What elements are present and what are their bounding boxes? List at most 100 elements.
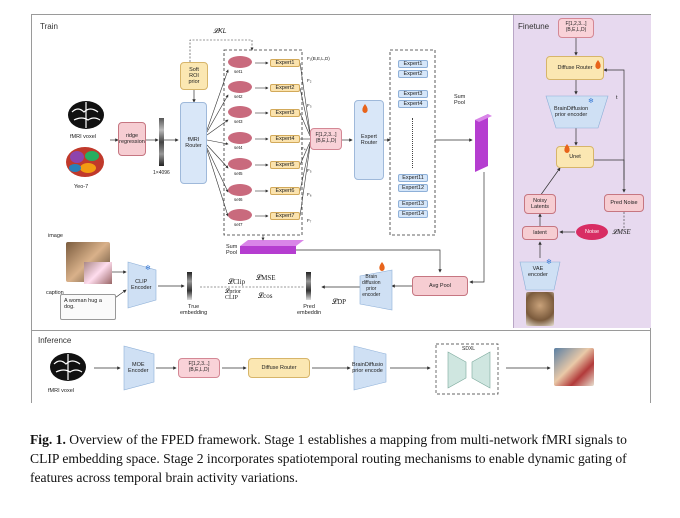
moe-encoder-label: MOE Encoder: [128, 362, 149, 374]
input-image-secondary: [84, 262, 112, 284]
expert-box: Expert6: [270, 187, 300, 195]
expert-list-item: Expert1: [398, 60, 428, 68]
ridge-regression-box: ridge regression: [118, 122, 146, 156]
finetune-feature-tensor-box: F[1,2,3...] (B,E,L,D): [558, 18, 594, 38]
output-image: [554, 348, 594, 386]
set-brain-icon: [228, 56, 252, 68]
noisy-latents-box: Noisy Latents: [524, 194, 556, 214]
set-brain-icon: [228, 81, 252, 93]
set-label: set5: [234, 171, 243, 176]
set-brain-icon: [228, 132, 252, 144]
inference-brain-icon: [50, 353, 86, 381]
finetune-brain-diffusion-label: BrainDiffusion prior encoder: [554, 106, 589, 118]
caption-text: Overview of the FPED framework. Stage 1 …: [30, 432, 627, 485]
avg-pool-box: Avg Pool: [412, 276, 468, 296]
timestep-label: t: [616, 95, 618, 101]
set-brain-icon: [228, 106, 252, 118]
sum-pool-label: Sum Pool: [454, 94, 466, 106]
kl-loss-label: 𝓛KL: [213, 28, 227, 35]
loss-mse-label: 𝓛MSE: [256, 274, 276, 282]
f-label: F₃: [307, 103, 312, 108]
noise-ellipse: Noise: [576, 224, 608, 240]
sdxl-label: SDXL: [462, 346, 476, 352]
expert-list-item: Expert3: [398, 90, 428, 98]
f-label: F₁(B,E,L,D): [307, 56, 330, 61]
cat-image: [526, 292, 554, 326]
set-label: set7: [234, 222, 243, 227]
loss-cos-label: 𝓛cos: [258, 292, 273, 300]
inference-fmri-voxel-label: fMRI voxel: [48, 388, 74, 394]
set-label: set6: [234, 197, 243, 202]
fire-icon: [564, 144, 570, 153]
clip-encoder-label: CLIP Encoder: [131, 279, 152, 291]
expert-list-item: Expert11: [398, 174, 428, 182]
f-label: F₂: [307, 78, 312, 83]
caption-label: caption: [46, 290, 64, 296]
set-label: set3: [234, 119, 243, 124]
caption-fig-label: Fig. 1.: [30, 432, 66, 447]
yeo-brain-icon: [66, 147, 104, 177]
expert-list-item: Expert14: [398, 210, 428, 218]
expert-box: Expert1: [270, 59, 300, 67]
set-brain-icon: [228, 209, 252, 221]
fire-icon: [379, 262, 385, 271]
inference-diffuse-router-box: Diffuse Router: [248, 358, 310, 378]
inference-feature-tensor-box: F[1,2,3...] (B,E,L,D): [178, 358, 220, 378]
true-embedding-vector: [187, 272, 192, 300]
image-label: image: [48, 233, 63, 239]
expert-list-item: Expert2: [398, 70, 428, 78]
pred-embedding-label: Pred embeddin: [297, 304, 322, 316]
expert-box: Expert7: [270, 212, 300, 220]
caption-textbox: [60, 294, 116, 320]
fmri-voxel-label: fMRI voxel: [70, 134, 96, 140]
brain-icon: [68, 101, 104, 129]
inference-brain-diffusion-label: BrainDiffusio prior encode: [352, 362, 384, 374]
expert-box: Expert4: [270, 135, 300, 143]
f-label: F₆: [307, 192, 312, 197]
set-brain-icon: [228, 158, 252, 170]
latent-box: latent: [522, 226, 558, 240]
ellipsis-dots: [412, 118, 414, 168]
expert-list-item: Expert12: [398, 184, 428, 192]
train-label: Train: [40, 22, 58, 31]
brain-diffusion-prior-label: Brain diffusion prior encoder: [362, 274, 381, 298]
true-embedding-label: True embedding: [180, 304, 208, 316]
set-label: set2: [234, 94, 243, 99]
pred-embedding-vector: [306, 272, 311, 300]
set-brain-icon: [228, 184, 252, 196]
snowflake-icon: ❄: [145, 265, 151, 272]
vae-encoder-label: VAE encoder: [528, 266, 548, 278]
fmri-router-box: fMRI Router: [180, 102, 207, 184]
unet-box: Unet: [556, 146, 594, 168]
expert-router-box: Expert Router: [354, 100, 384, 180]
finetune-loss-mse-label: 𝓛MSE: [612, 228, 631, 236]
expert-box: Expert3: [270, 109, 300, 117]
train-panel: [32, 15, 512, 328]
f-label: F₇: [307, 218, 312, 223]
pred-noise-box: Pred Noise: [604, 194, 644, 212]
yeo-label: Yeo-7: [74, 184, 89, 190]
snowflake-icon: ❄: [588, 98, 594, 105]
loss-prior-label: 𝓛prior CLIP: [225, 289, 242, 301]
vector-dim-label: 1×4096: [153, 170, 170, 176]
f-label: F₅: [307, 168, 312, 173]
finetune-label: Finetune: [518, 22, 550, 31]
caption-text: A woman hug a dog.: [64, 298, 102, 310]
embedding-vector: [159, 118, 164, 166]
figure-caption: Fig. 1. Overview of the FPED framework. …: [30, 430, 652, 487]
fire-icon: [362, 104, 368, 113]
snowflake-icon: ❄: [546, 259, 552, 266]
set-label: set4: [234, 145, 243, 150]
finetune-diffuse-router-box: Diffuse Router: [546, 56, 604, 80]
sum-pool-bottom-label: Sum Pool: [226, 244, 238, 256]
expert-list-item: Expert4: [398, 100, 428, 108]
feature-tensor-box: F[1,2,3...] (B,E,L,D): [310, 128, 342, 150]
f-label: F₄: [301, 146, 306, 151]
soft-roi-prior-box: Soft ROI prior: [180, 62, 208, 90]
loss-dp-label: 𝓛DP: [332, 298, 347, 306]
expert-box: Expert2: [270, 84, 300, 92]
set-label: set1: [234, 69, 243, 74]
expert-box: Expert5: [270, 161, 300, 169]
loss-clip-label: 𝓛Clip: [228, 278, 246, 286]
